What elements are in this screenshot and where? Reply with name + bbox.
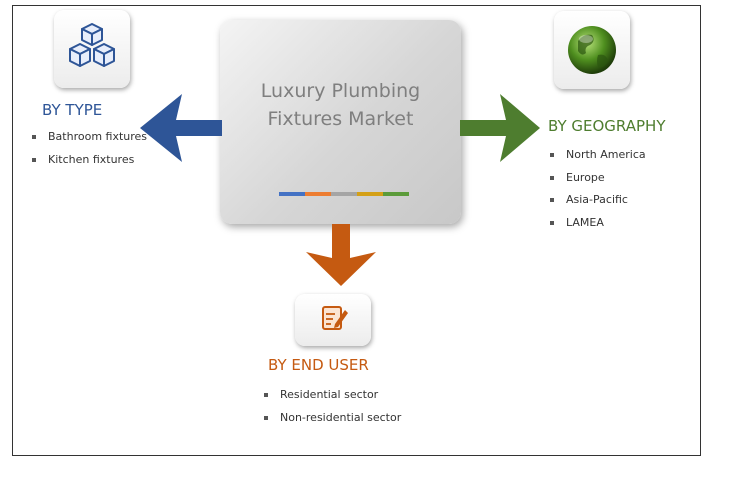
by-type-icon-tile [54, 10, 130, 88]
center-title-line1: Luxury Plumbing [260, 80, 421, 102]
center-title-line2: Fixtures Market [267, 108, 414, 130]
center-title: Luxury Plumbing Fixtures Market [220, 77, 461, 133]
list-item: Asia-Pacific [548, 189, 688, 212]
list-item: LAMEA [548, 212, 688, 235]
accent-bar-segment [279, 192, 305, 196]
accent-bar-segment [383, 192, 409, 196]
by-geography-list: North America Europe Asia-Pacific LAMEA [548, 144, 688, 234]
list-item: Non-residential sector [262, 407, 442, 430]
accent-bar-segment [331, 192, 357, 196]
list-item: North America [548, 144, 688, 167]
by-end-user-icon-tile [295, 294, 371, 346]
by-geography-title: BY GEOGRAPHY [548, 117, 666, 135]
left-arrow [140, 94, 222, 162]
list-item: Europe [548, 167, 688, 190]
globe-icon [568, 26, 616, 74]
center-market-box: Luxury Plumbing Fixtures Market [220, 20, 461, 224]
by-geography-icon-tile [554, 11, 630, 89]
by-end-user-list: Residential sector Non-residential secto… [262, 384, 442, 429]
list-item: Residential sector [262, 384, 442, 407]
cubes-icon [69, 23, 115, 67]
by-type-list: Bathroom fixtures Kitchen fixtures [30, 126, 160, 171]
by-type-title: BY TYPE [42, 101, 103, 119]
list-item: Kitchen fixtures [30, 149, 160, 172]
right-arrow [460, 94, 540, 162]
list-item: Bathroom fixtures [30, 126, 160, 149]
accent-bar-segment [357, 192, 383, 196]
accent-bar-segment [305, 192, 331, 196]
by-end-user-title: BY END USER [268, 356, 369, 374]
down-arrow [306, 224, 376, 286]
document-pen-icon [322, 306, 348, 330]
